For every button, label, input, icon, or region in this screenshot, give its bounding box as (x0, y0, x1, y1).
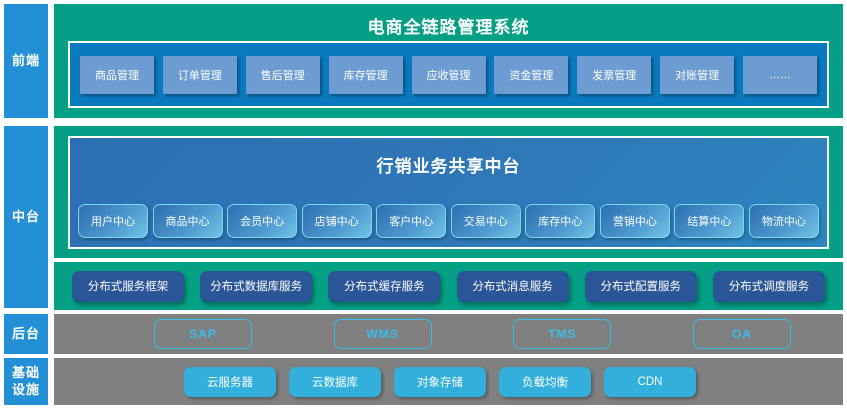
tier-label-infra: 基础设施 (4, 358, 48, 405)
infrastructure-resource[interactable]: 对象存储 (394, 366, 486, 397)
middle-center[interactable]: 客户中心 (376, 204, 447, 238)
distributed-service[interactable]: 分布式配置服务 (584, 270, 697, 302)
tier-label-frontend: 前端 (4, 4, 48, 118)
backend-band: SAP WMS TMS OA (54, 314, 843, 354)
frontend-band: 电商全链路管理系统 商品管理 订单管理 售后管理 库存管理 应收管理 资金管理 … (54, 4, 843, 118)
tier-label-backend: 后台 (4, 314, 48, 354)
frontend-module-panel: 商品管理 订单管理 售后管理 库存管理 应收管理 资金管理 发票管理 对账管理 … (68, 41, 829, 108)
middle-platform-panel: 行销业务共享中台 用户中心 商品中心 会员中心 店铺中心 客户中心 交易中心 库… (68, 136, 829, 249)
distributed-service[interactable]: 分布式缓存服务 (328, 270, 441, 302)
backend-system-row: SAP WMS TMS OA (154, 314, 791, 354)
middle-platform-band: 行销业务共享中台 用户中心 商品中心 会员中心 店铺中心 客户中心 交易中心 库… (54, 126, 843, 258)
frontend-module[interactable]: 订单管理 (162, 55, 237, 94)
infrastructure-band: 云服务器 云数据库 对象存储 负载均衡 CDN (54, 358, 843, 405)
frontend-module[interactable]: 应收管理 (411, 55, 486, 94)
distributed-service[interactable]: 分布式调度服务 (712, 270, 825, 302)
frontend-module[interactable]: 发票管理 (577, 55, 652, 94)
middle-center[interactable]: 结算中心 (674, 204, 745, 238)
frontend-module-more[interactable]: …… (743, 55, 817, 94)
frontend-title: 电商全链路管理系统 (367, 18, 530, 37)
frontend-module[interactable]: 售后管理 (245, 55, 320, 94)
frontend-module[interactable]: 资金管理 (494, 55, 569, 94)
infrastructure-resource[interactable]: 云服务器 (184, 366, 276, 397)
frontend-module[interactable]: 商品管理 (80, 55, 154, 94)
infrastructure-resource[interactable]: 云数据库 (289, 366, 381, 397)
distributed-services-band: 分布式服务框架 分布式数据库服务 分布式缓存服务 分布式消息服务 分布式配置服务… (54, 262, 843, 310)
middle-center[interactable]: 商品中心 (152, 204, 223, 238)
middle-center[interactable]: 交易中心 (450, 204, 521, 238)
middle-center[interactable]: 店铺中心 (301, 204, 372, 238)
middle-platform-title: 行销业务共享中台 (376, 157, 521, 176)
distributed-service[interactable]: 分布式服务框架 (72, 270, 184, 302)
frontend-module[interactable]: 对账管理 (660, 55, 735, 94)
middle-center-row: 用户中心 商品中心 会员中心 店铺中心 客户中心 交易中心 库存中心 营销中心 … (78, 204, 819, 238)
backend-system[interactable]: WMS (333, 319, 432, 349)
backend-system[interactable]: OA (692, 319, 791, 349)
distributed-service[interactable]: 分布式数据库服务 (200, 270, 313, 302)
middle-center[interactable]: 库存中心 (525, 204, 596, 238)
infrastructure-resource[interactable]: 负载均衡 (499, 366, 591, 397)
middle-center[interactable]: 营销中心 (599, 204, 670, 238)
backend-system[interactable]: TMS (513, 319, 612, 349)
middle-center[interactable]: 物流中心 (748, 204, 819, 238)
infrastructure-resource[interactable]: CDN (604, 366, 696, 397)
middle-center[interactable]: 用户中心 (78, 204, 148, 238)
backend-system[interactable]: SAP (154, 319, 252, 349)
infrastructure-resource-row: 云服务器 云数据库 对象存储 负载均衡 CDN (184, 358, 696, 405)
middle-center[interactable]: 会员中心 (227, 204, 298, 238)
tier-label-middle: 中台 (4, 126, 48, 308)
tier-label-infra-line1: 基础设施 (11, 365, 40, 397)
frontend-module[interactable]: 库存管理 (328, 55, 403, 94)
distributed-services-row: 分布式服务框架 分布式数据库服务 分布式缓存服务 分布式消息服务 分布式配置服务… (72, 262, 825, 310)
distributed-service[interactable]: 分布式消息服务 (456, 270, 569, 302)
